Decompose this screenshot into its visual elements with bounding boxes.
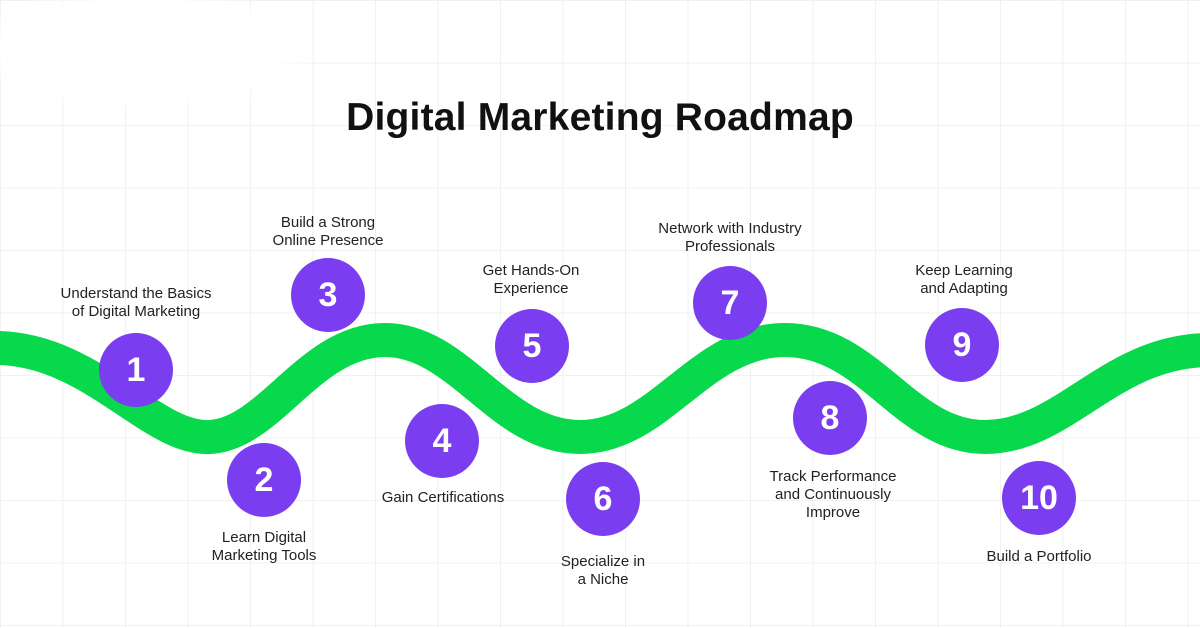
step-8-circle: 8 <box>793 381 867 455</box>
step-6-circle: 6 <box>566 462 640 536</box>
step-5-circle: 5 <box>495 309 569 383</box>
step-3-label: Build a Strong Online Presence <box>272 214 384 249</box>
roadmap-wave-path <box>0 322 1200 455</box>
page-title: Digital Marketing Roadmap <box>346 96 854 139</box>
step-7-number: 7 <box>720 283 740 322</box>
step-2-number: 2 <box>254 460 274 499</box>
step-5-number: 5 <box>522 326 542 365</box>
step-1-circle: 1 <box>99 333 173 407</box>
step-7-circle: 7 <box>693 266 767 340</box>
step-6-label: Specialize in a Niche <box>560 553 646 588</box>
step-4-number: 4 <box>432 421 452 460</box>
step-10-label: Build a Portfolio <box>986 548 1092 565</box>
step-4-label: Gain Certifications <box>381 489 505 506</box>
step-9-circle: 9 <box>925 308 999 382</box>
corner-glow <box>0 0 310 110</box>
step-8-label: Track Performance and Continuously Impro… <box>769 468 897 521</box>
step-2-label: Learn Digital Marketing Tools <box>211 529 317 564</box>
step-6-number: 6 <box>593 479 613 518</box>
step-2-circle: 2 <box>227 443 301 517</box>
step-1-label: Understand the Basics of Digital Marketi… <box>60 285 212 320</box>
step-4-circle: 4 <box>405 404 479 478</box>
step-1-number: 1 <box>126 350 146 389</box>
step-10-number: 10 <box>1020 478 1058 517</box>
step-7-label: Network with Industry Professionals <box>658 220 802 255</box>
step-10-circle: 10 <box>1002 461 1076 535</box>
step-9-label: Keep Learning and Adapting <box>915 262 1013 297</box>
step-3-number: 3 <box>318 275 338 314</box>
step-3-circle: 3 <box>291 258 365 332</box>
step-8-number: 8 <box>820 398 840 437</box>
step-5-label: Get Hands-On Experience <box>482 262 580 297</box>
step-9-number: 9 <box>952 325 972 364</box>
